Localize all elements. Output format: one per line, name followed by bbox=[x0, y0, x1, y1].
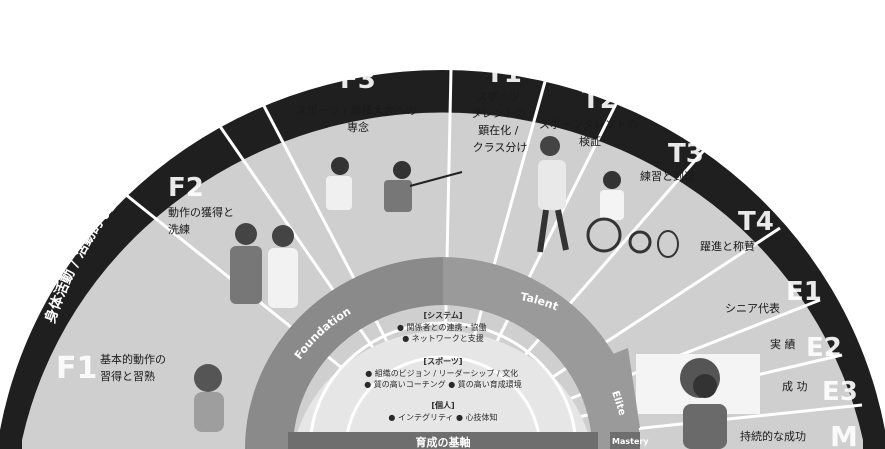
photo-child bbox=[194, 364, 224, 432]
photo-wrestler bbox=[636, 354, 760, 449]
core-system-item-2: ● ネットワークと支援 bbox=[402, 333, 484, 343]
elite-band bbox=[598, 348, 640, 432]
stage-text-e3: 成 功 bbox=[782, 380, 808, 393]
core-sport-item-1: ● 組織のビジョン / リーダーシップ / 文化 bbox=[365, 368, 518, 378]
base-band bbox=[288, 432, 598, 449]
cycle-icon-left bbox=[230, 72, 246, 90]
talent-ring bbox=[443, 257, 640, 449]
stage-text-m: 持続的な成功 bbox=[740, 429, 806, 443]
stage-text-e2: 実 績 bbox=[770, 337, 796, 351]
photo-athlete-jump bbox=[537, 136, 569, 253]
stage-text-f3: スポーツ / 競技大会への 専念 bbox=[296, 103, 420, 134]
stage-text-t1: スポーツ タレントの 顕在化 / クラス分け bbox=[471, 90, 530, 154]
photo-family bbox=[230, 223, 298, 308]
stage-code-e1: E1 bbox=[786, 277, 822, 307]
stage-text-t3: 練習と到達 bbox=[640, 169, 695, 183]
photo-placeholders bbox=[194, 136, 760, 449]
stage-text-t2: スポーツタレントの 検証 bbox=[539, 118, 641, 148]
stage-code-e3: E3 bbox=[822, 377, 858, 407]
photo-wheelchair-tennis bbox=[586, 171, 679, 258]
core-individual-item-line: ● インテグリティ ● 心技体知 bbox=[388, 412, 497, 422]
stage-code-t1: T1 bbox=[486, 59, 522, 89]
core-individual-title: [個人] bbox=[431, 400, 454, 410]
stage-code-t4: T4 bbox=[738, 207, 774, 237]
stage-code-e2: E2 bbox=[806, 333, 842, 363]
core-sport-item-2: ● 質の高いコーチング ● 質の高い育成環境 bbox=[364, 379, 522, 389]
photo-hockey bbox=[326, 157, 463, 212]
core-arc-1 bbox=[308, 321, 578, 449]
stage-text-t4: 躍進と称賛 bbox=[700, 239, 755, 253]
stage-code-f1: F1 bbox=[56, 351, 97, 386]
core-system-item-1: ● 関係者との連携・協働 bbox=[397, 322, 486, 332]
core-sport-items: ● 組織のビジョン / リーダーシップ / 文化 ● 質の高いコーチング ● 質… bbox=[364, 368, 522, 389]
core-base-label: 育成の基軸 bbox=[416, 435, 471, 449]
core-area bbox=[293, 331, 592, 449]
foundation-ring bbox=[244, 257, 443, 449]
stage-text-f2: 動作の獲得と 洗練 bbox=[168, 205, 238, 236]
core-arc-2 bbox=[344, 355, 542, 449]
stage-code-f3: F3 bbox=[340, 65, 376, 95]
stage-text-e1: シニア代表 bbox=[725, 301, 780, 315]
cycle-icon-top bbox=[444, 12, 460, 30]
core-individual-items: ● インテグリティ ● 心技体知 bbox=[388, 412, 497, 422]
mastery-label: Mastery bbox=[612, 437, 649, 446]
stage-text-f1: 基本的動作の 習得と習熟 bbox=[100, 352, 170, 383]
core-sport-title: [スポーツ] bbox=[423, 356, 462, 366]
stage-code-t3: T3 bbox=[668, 139, 704, 169]
core-system-title: [システム] bbox=[423, 311, 462, 320]
core-system-items: ● 関係者との連携・協働 ● ネットワークと支援 bbox=[397, 322, 489, 343]
stage-code-m: M bbox=[830, 420, 858, 449]
mastery-band bbox=[610, 432, 640, 449]
stage-code-f2: F2 bbox=[168, 173, 204, 203]
stage-code-t2: T2 bbox=[582, 85, 618, 115]
